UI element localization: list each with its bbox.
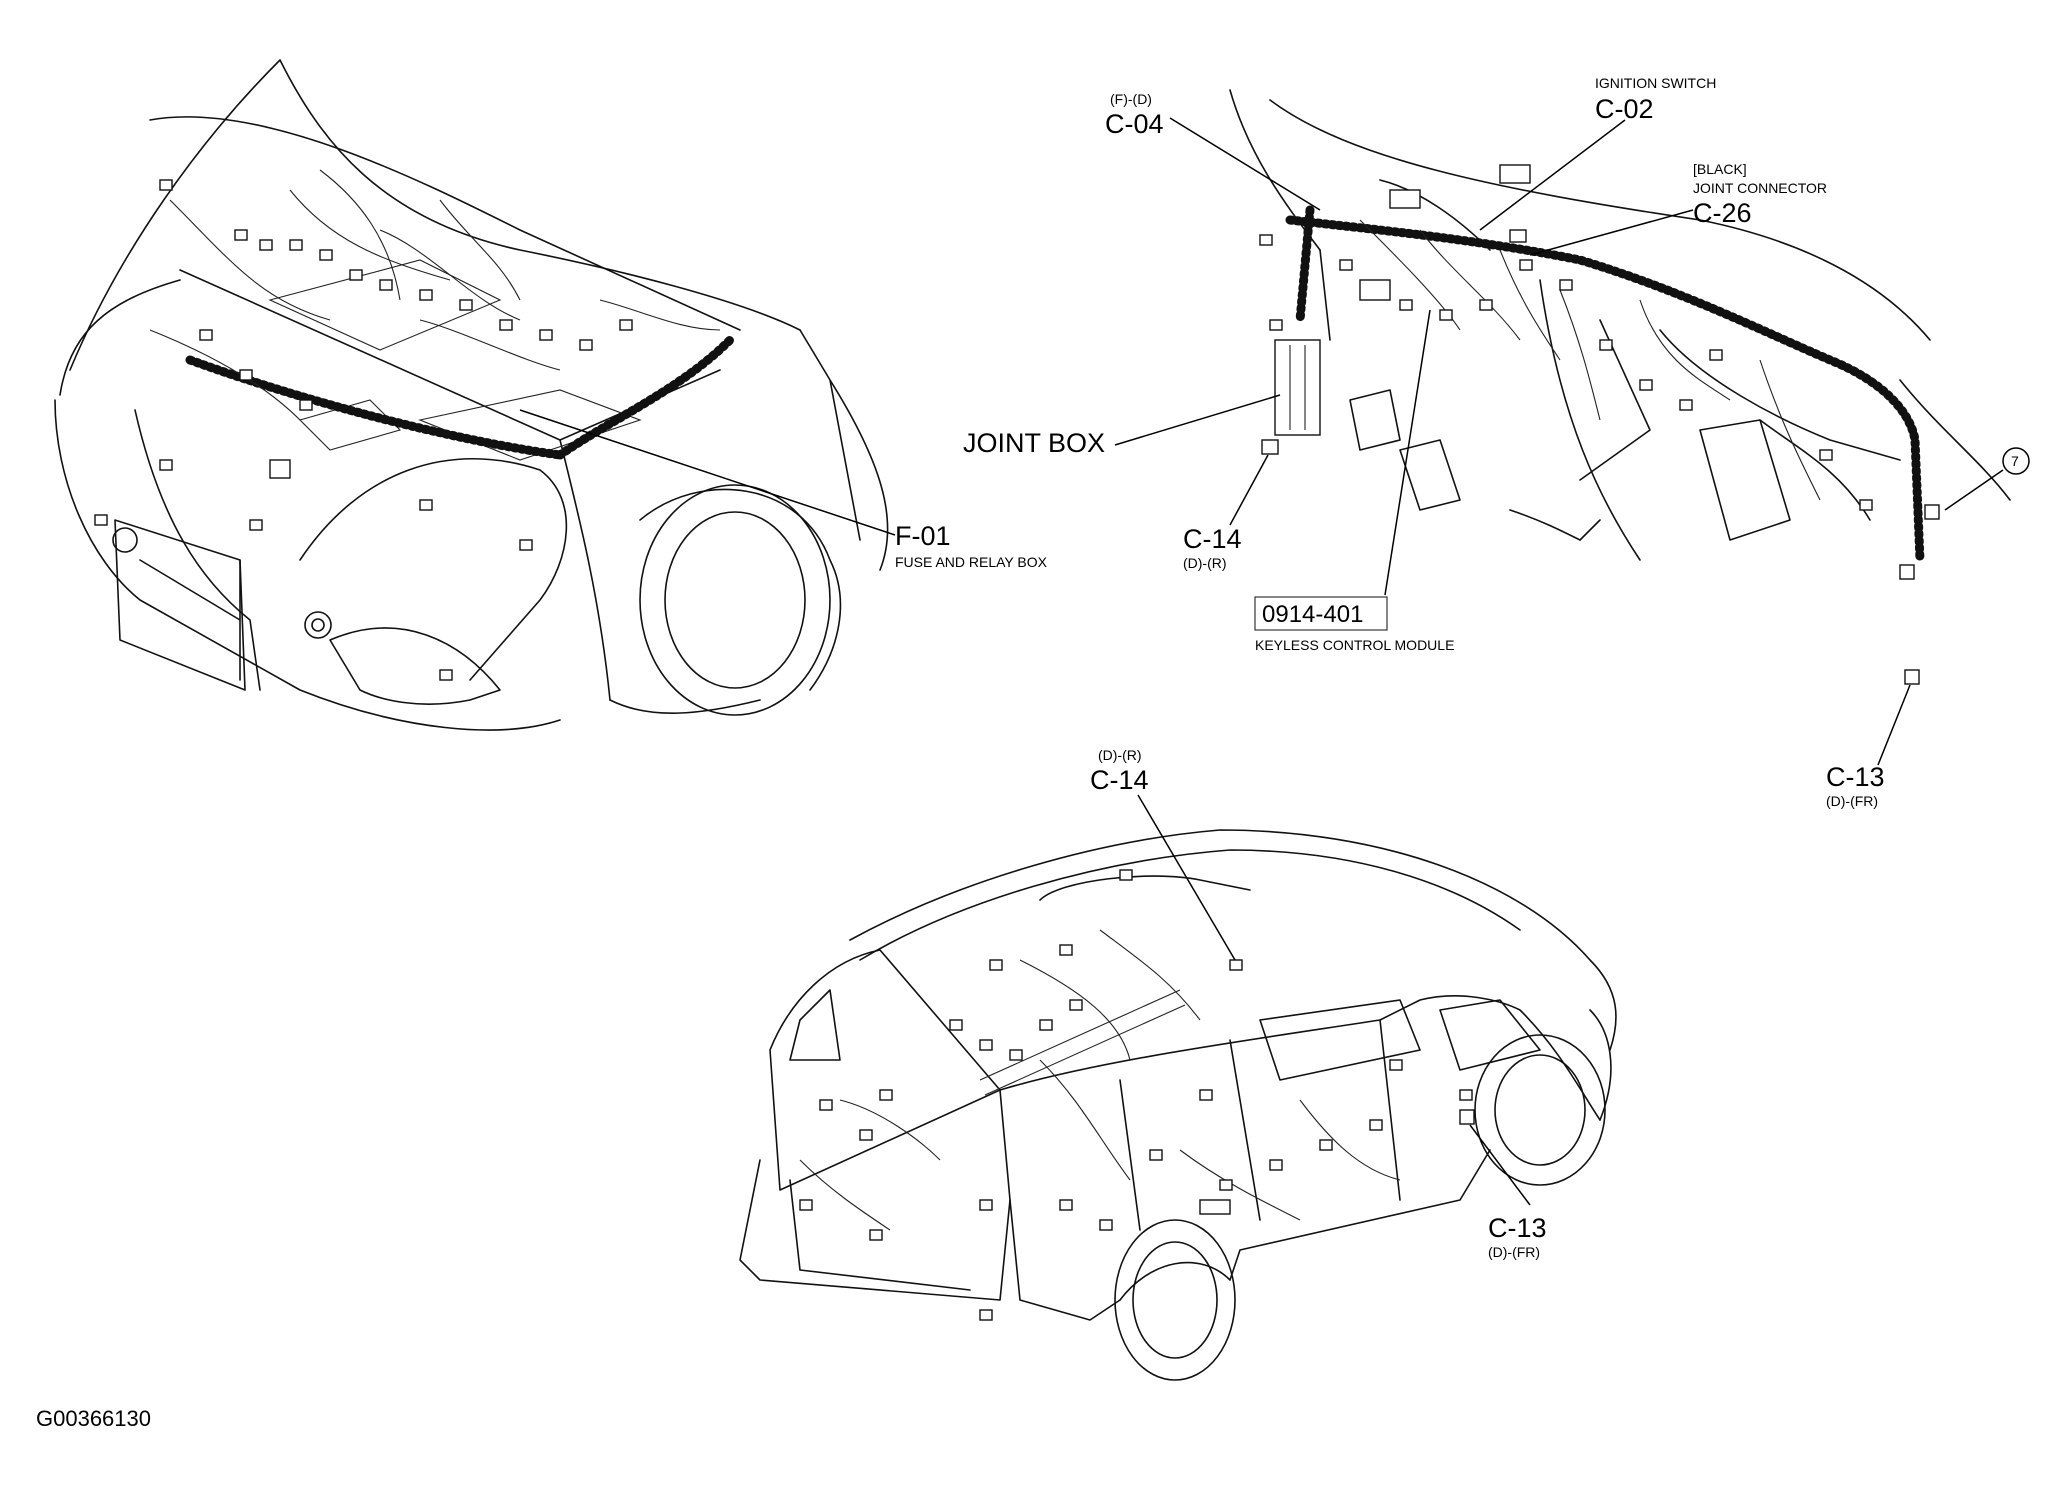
leader-line bbox=[1229, 454, 1269, 526]
leader-line bbox=[1169, 117, 1321, 211]
callout-c02: IGNITION SWITCH C-02 bbox=[1479, 75, 1716, 231]
leader-line bbox=[1529, 209, 1694, 256]
callout-pre: (D)-(R) bbox=[1098, 747, 1142, 763]
callout-keyless-module: 0914-401 KEYLESS CONTROL MODULE bbox=[1254, 309, 1454, 653]
callout-code: C-13 bbox=[1826, 762, 1885, 792]
leader-line bbox=[1944, 469, 2004, 511]
callout-code: C-04 bbox=[1105, 109, 1164, 139]
callout-code: C-14 bbox=[1183, 524, 1242, 554]
callout-joint-box: JOINT BOX bbox=[963, 394, 1281, 458]
leader-line bbox=[1469, 1124, 1531, 1206]
callout-code: C-26 bbox=[1693, 198, 1752, 228]
leader-line bbox=[1877, 684, 1911, 766]
callout-post: (D)-(FR) bbox=[1488, 1244, 1540, 1260]
callout-code: C-14 bbox=[1090, 765, 1149, 795]
callout-c13-dash: C-13 (D)-(FR) bbox=[1826, 684, 1911, 809]
callout-c13-body: C-13 (D)-(FR) bbox=[1469, 1124, 1547, 1260]
callout-desc: KEYLESS CONTROL MODULE bbox=[1255, 637, 1454, 653]
callout-c14-body: (D)-(R) C-14 bbox=[1090, 747, 1236, 961]
callout-pre: [BLACK] bbox=[1693, 161, 1747, 177]
callout-code: F-01 bbox=[895, 521, 951, 551]
callout-pre2: JOINT CONNECTOR bbox=[1693, 180, 1827, 196]
callout-desc: FUSE AND RELAY BOX bbox=[895, 554, 1048, 570]
leader-line bbox=[519, 409, 896, 536]
circle-marker bbox=[2002, 447, 2030, 475]
callout-pre: (F)-(D) bbox=[1110, 91, 1152, 107]
engine-bay-drawing bbox=[54, 59, 889, 731]
callout-pre: IGNITION SWITCH bbox=[1595, 75, 1716, 91]
vehicle-body-drawing bbox=[739, 829, 1617, 1381]
leader-line bbox=[1479, 119, 1626, 231]
leader-line bbox=[1137, 794, 1236, 961]
callout-c04: (F)-(D) C-04 bbox=[1105, 91, 1321, 211]
callout-code: JOINT BOX bbox=[963, 428, 1105, 458]
part-number: 0914-401 bbox=[1262, 601, 1363, 628]
callout-post: (D)-(R) bbox=[1183, 555, 1227, 571]
callout-c14-dash: C-14 (D)-(R) bbox=[1183, 454, 1269, 571]
callout-c26: [BLACK] JOINT CONNECTOR C-26 bbox=[1529, 161, 1827, 256]
part-number-box bbox=[1254, 596, 1388, 631]
callout-circle-7: 7 bbox=[1944, 447, 2030, 511]
callout-post: (D)-(FR) bbox=[1826, 793, 1878, 809]
circle-number: 7 bbox=[2011, 453, 2019, 469]
leader-line bbox=[1114, 394, 1281, 446]
figure-id: G00366130 bbox=[36, 1406, 151, 1431]
dashboard-drawing bbox=[1229, 89, 2011, 685]
leader-line bbox=[1384, 309, 1431, 596]
callout-code: C-02 bbox=[1595, 94, 1654, 124]
callout-f01: F-01 FUSE AND RELAY BOX bbox=[519, 409, 1048, 570]
callout-code: C-13 bbox=[1488, 1213, 1547, 1243]
